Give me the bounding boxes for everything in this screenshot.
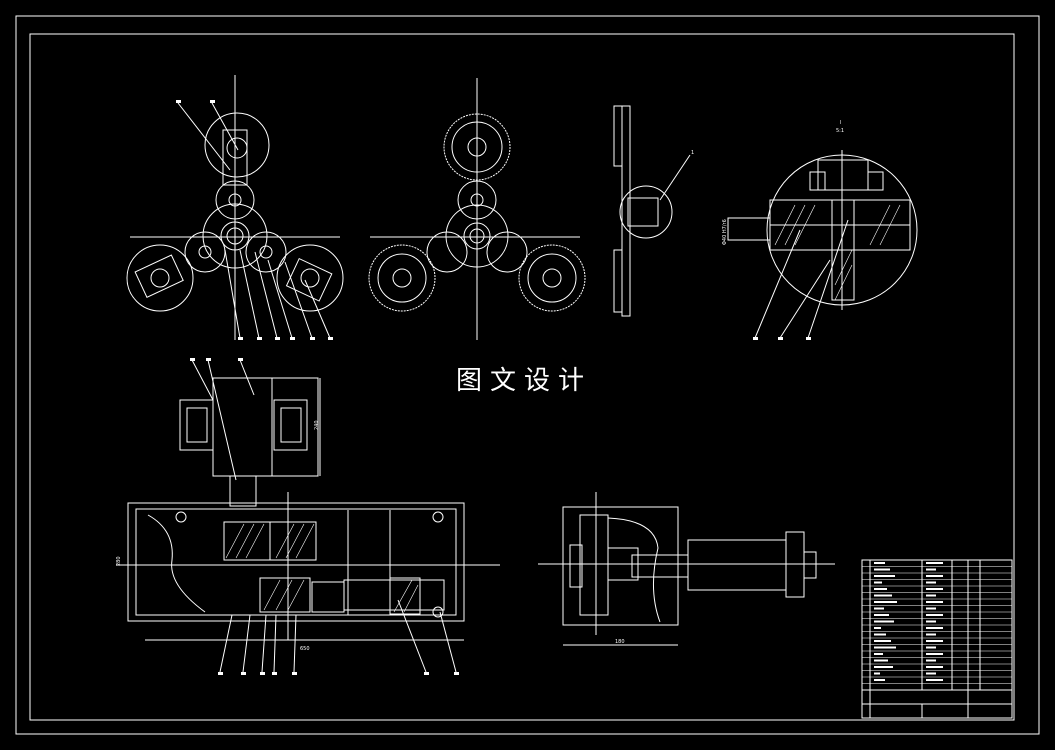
title-block-rows (862, 562, 1012, 684)
tri-roller-gear-view (368, 78, 586, 340)
title-block-cell-text (926, 575, 943, 577)
title-block-cell-text (926, 588, 943, 590)
title-block-cell-text (874, 588, 887, 590)
title-block-cell-text (926, 659, 936, 662)
title-block-cell-text (926, 646, 936, 649)
title-block-cell-text (874, 659, 888, 662)
title-block-cell-text (874, 575, 895, 577)
title-block-cell-text (874, 601, 897, 603)
title-block-cell-text (874, 607, 884, 610)
callout-1: 1 (691, 150, 694, 156)
dimension-shaft-fit: Φ40 H7/r6 (722, 219, 728, 245)
detail-section-I (727, 150, 918, 339)
title-block-cell-text (874, 568, 890, 571)
title-block-cell-text (926, 594, 936, 597)
title-block-cell-text (926, 562, 943, 564)
title-block-cell-text (926, 627, 943, 629)
title-block-cell-text (874, 594, 892, 597)
title-block-cell-text (926, 601, 943, 603)
dimension-side-width: 180 (615, 639, 625, 645)
motor-view (179, 359, 321, 507)
title-block-cell-text (926, 633, 936, 636)
title-block-cell-text (926, 607, 936, 610)
detail-scale: 5:1 (836, 128, 844, 134)
sheet-outer-border (15, 15, 1040, 735)
balloon-marks (176, 100, 811, 675)
title-block-cell-text (874, 640, 891, 642)
title-block-cell-text (874, 653, 883, 655)
title-block-cell-text (874, 672, 880, 675)
title-block-cell-text (874, 614, 889, 616)
dimension-housing-height: 280 (116, 556, 122, 566)
watermark-text: 图文设计 (456, 366, 593, 396)
detail-number: I (840, 120, 841, 126)
gear-hatch (225, 523, 419, 613)
title-block-cell-text (874, 620, 894, 623)
gearbox-housing (116, 492, 500, 673)
title-block-cell-text (926, 620, 936, 623)
title-block-cell-text (926, 640, 943, 642)
title-block-cell-text (874, 646, 896, 649)
dimension-motor-height: 240 (314, 420, 320, 430)
gearbox-side-view (538, 492, 835, 646)
side-plate-view (613, 105, 691, 317)
title-block-cell-text (874, 627, 881, 629)
sheet-inner-border (29, 33, 1015, 721)
title-block-cell-text (874, 581, 882, 584)
title-block-cell-text (874, 562, 885, 564)
title-block-cell-text (874, 666, 893, 668)
title-block-cell-text (926, 679, 943, 681)
title-block-cell-text (874, 633, 886, 636)
title-block (861, 559, 1013, 719)
dimension-housing-length: 650 (300, 646, 310, 652)
title-block-cell-text (874, 679, 885, 681)
title-block-cell-text (926, 614, 943, 616)
detail-hatch (774, 204, 901, 301)
tri-roller-front-view (126, 75, 344, 340)
title-block-cell-text (926, 666, 943, 668)
title-block-cell-text (926, 653, 943, 655)
title-block-cell-text (926, 581, 936, 584)
title-block-cell-text (926, 672, 936, 675)
title-block-cell-text (926, 568, 936, 571)
